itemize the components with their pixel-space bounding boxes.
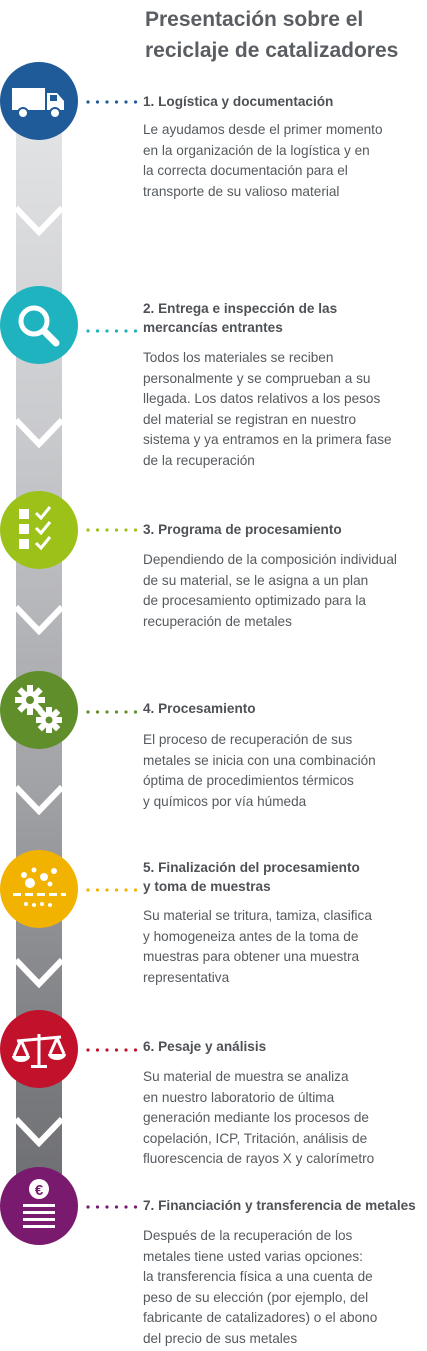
chevron-down-icon: [16, 418, 62, 448]
connector-dot: [105, 100, 109, 104]
connector-dot: [86, 100, 90, 104]
scale-icon: [12, 1034, 66, 1068]
page-title: Presentación sobre el reciclaje de catal…: [145, 8, 399, 62]
connector-dot: [95, 710, 100, 714]
connector-dot: [95, 100, 100, 104]
connector-dot: [124, 100, 128, 104]
connector-dot: [133, 1205, 138, 1209]
connector-dot: [133, 528, 138, 532]
chevron-down-icon: [16, 785, 62, 815]
connector-dot: [95, 528, 100, 532]
step-3-title: 3. Programa de procesamiento: [143, 522, 342, 537]
connector-dot: [133, 100, 138, 104]
connector-dots: [86, 329, 138, 333]
step-5-text: Su material se tritura, tamiza, clasific…: [143, 908, 372, 985]
checklist-icon: [19, 506, 52, 551]
connector-dot: [114, 888, 119, 892]
connector-dots: [86, 100, 138, 104]
connector-dots: [86, 528, 138, 532]
svg-text:€: €: [35, 1182, 44, 1199]
connector-dot: [105, 528, 109, 532]
connector-dot: [105, 1205, 109, 1209]
step-7-circle: €: [0, 1167, 78, 1245]
connector-dot: [124, 528, 128, 532]
connector-dot: [133, 329, 138, 333]
connector-dot: [95, 329, 100, 333]
step-1-text: Le ayudamos desde el primer momento en l…: [143, 122, 383, 199]
chevron-down-icon: [16, 958, 62, 988]
connector-dot: [86, 528, 90, 532]
connector-dot: [95, 888, 100, 892]
step-6-title: 6. Pesaje y análisis: [143, 1039, 267, 1054]
connector-dot: [114, 528, 119, 532]
connector-dot: [124, 1048, 128, 1052]
connector-dots: [86, 888, 138, 892]
step-2-circle: [0, 286, 78, 364]
step-2-title: 2. Entrega e inspección de las mercancía…: [143, 301, 338, 335]
connector-dot: [95, 1048, 100, 1052]
connector-dots: [86, 710, 138, 714]
connector-dot: [133, 710, 138, 714]
connector-dot: [133, 1048, 138, 1052]
connector-dot: [124, 888, 128, 892]
connector-dot: [114, 1048, 119, 1052]
step-7-title: 7. Financiación y transferencia de metal…: [143, 1198, 416, 1213]
connector-dot: [124, 710, 128, 714]
connector-dot: [95, 1205, 100, 1209]
step-7-text: Después de la recuperación de los metale…: [143, 1228, 378, 1346]
connector-dot: [105, 888, 109, 892]
connector-dot: [86, 710, 90, 714]
step-4-circle: [0, 671, 78, 749]
connector-dot: [105, 710, 109, 714]
connector-dot: [86, 1205, 90, 1209]
connector-dot: [114, 329, 119, 333]
chevron-down-icon: [16, 1117, 62, 1147]
truck-icon: [12, 88, 64, 119]
chevron-down-icon: [16, 206, 62, 236]
connector-dots: [86, 1048, 138, 1052]
step-4-title: 4. Procesamiento: [143, 701, 256, 716]
step-2-text: Todos los materiales se reciben personal…: [143, 350, 392, 468]
gears-icon: [15, 685, 62, 733]
connector-dot: [105, 1048, 109, 1052]
step-1-title: 1. Logística y documentación: [143, 94, 334, 109]
connector-dot: [114, 710, 119, 714]
step-6-text: Su material de muestra se analiza en nue…: [143, 1069, 375, 1166]
connector-dots: [86, 1205, 138, 1209]
sampling-icon: [13, 867, 66, 907]
connector-dot: [114, 100, 119, 104]
magnifier-icon: [18, 305, 60, 347]
connector-dot: [124, 1205, 128, 1209]
euro-document-icon: €: [23, 1179, 55, 1228]
connector-dot: [86, 329, 90, 333]
connector-dot: [124, 329, 128, 333]
step-5-title: 5. Finalización del procesamiento y toma…: [143, 860, 360, 894]
connector-dot: [133, 888, 138, 892]
step-1-circle: [0, 62, 78, 140]
step-3-text: Dependiendo de la composición individual…: [143, 552, 397, 629]
connector-dot: [86, 1048, 90, 1052]
step-6-circle: [0, 1010, 78, 1088]
step-4-text: El proceso de recuperación de sus metale…: [143, 732, 376, 809]
connector-dot: [114, 1205, 119, 1209]
step-5-circle: [0, 850, 78, 928]
connector-dot: [86, 888, 90, 892]
connector-dot: [105, 329, 109, 333]
chevron-down-icon: [16, 605, 62, 635]
step-3-circle: [0, 491, 78, 569]
